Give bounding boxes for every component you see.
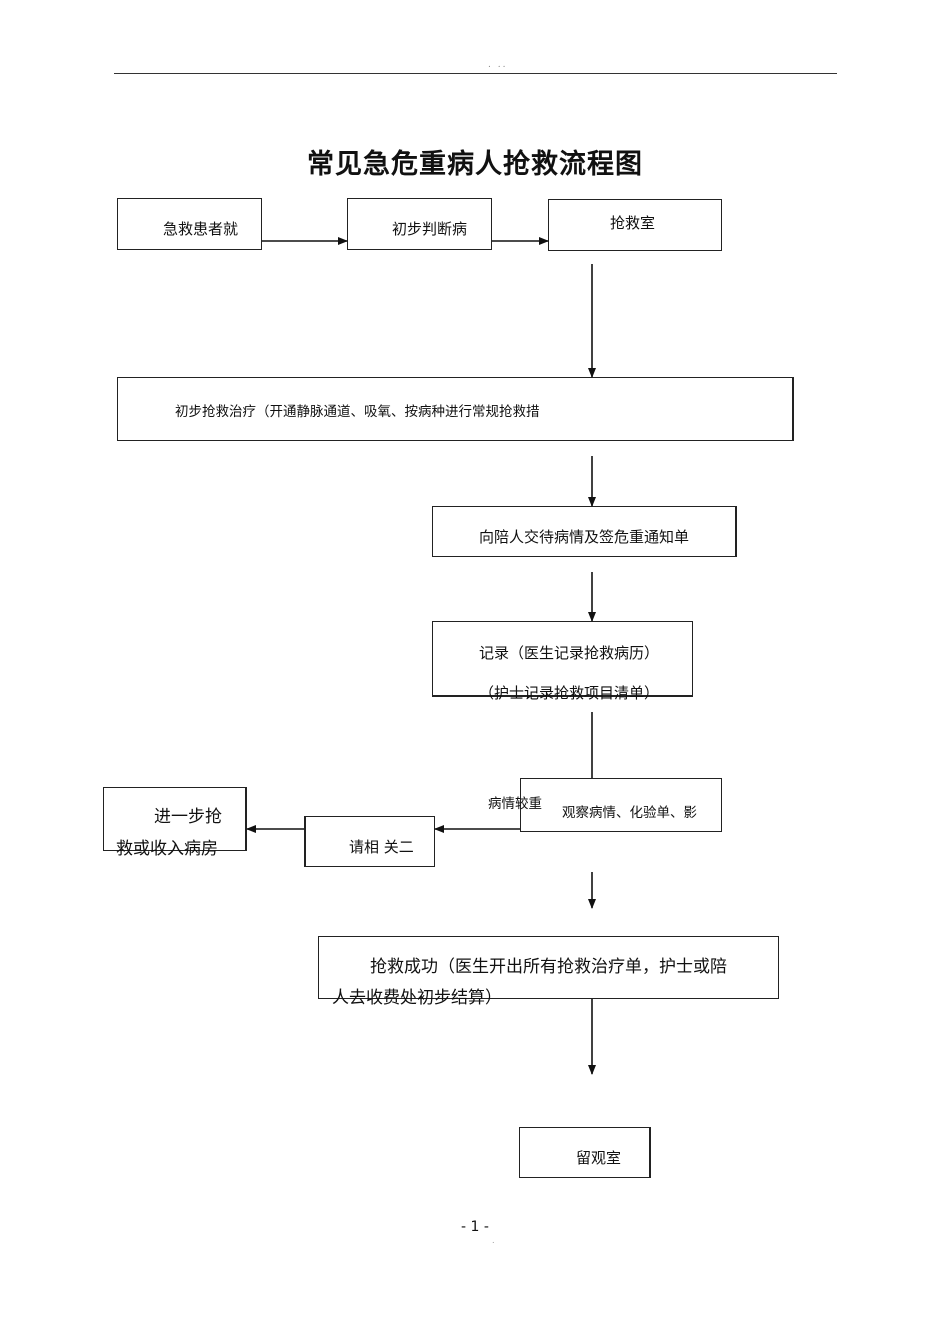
node-record-label-1: 记录（医生记录抢救病历）: [479, 644, 660, 662]
node-observation-room-label: 留观室: [576, 1149, 622, 1167]
node-notify-family-label: 向陪人交待病情及签危重通知单: [479, 528, 690, 546]
node-observe-box: [520, 778, 722, 832]
node-rescue-room-box: [548, 199, 722, 251]
header-marks: . ..: [488, 60, 508, 70]
node-record-box: [432, 621, 693, 697]
node-initial-treatment-box: [117, 377, 794, 441]
node-arrival-box: [117, 198, 262, 250]
page-title: 常见急危重病人抢救流程图: [307, 149, 643, 180]
node-observation-room-box: [519, 1127, 651, 1178]
node-notify-family-box: [432, 506, 737, 557]
severe-condition-label: 病情较重: [488, 796, 542, 812]
node-success-label-1: 抢救成功（医生开出所有抢救治疗单，护士或陪: [370, 957, 727, 977]
node-consult-label: 请相 关二: [349, 838, 414, 856]
node-diagnosis-label: 初步判断病: [392, 220, 468, 238]
node-observe-label: 观察病情、化验单、影: [562, 805, 697, 821]
node-arrival-label: 急救患者就: [163, 220, 239, 238]
node-success-box: [318, 936, 779, 999]
header-rule: [114, 73, 837, 74]
node-consult-box: [304, 816, 435, 867]
page-number: - 1 -: [461, 1219, 489, 1235]
node-further-label-2: 救或收入病房: [116, 839, 218, 859]
node-diagnosis-box: [347, 198, 492, 250]
node-further-box: [103, 787, 247, 851]
node-further-label-1: 进一步抢: [154, 807, 222, 827]
node-rescue-room-label: 抢救室: [610, 214, 656, 232]
node-success-label-2: 人去收费处初步结算）: [332, 988, 502, 1008]
node-record-label-2: （护士记录抢救项目清单）: [479, 684, 660, 702]
footer-mark: .: [492, 1236, 495, 1245]
node-initial-treatment-label: 初步抢救治疗（开通静脉通道、吸氧、按病种进行常规抢救措: [175, 404, 540, 420]
